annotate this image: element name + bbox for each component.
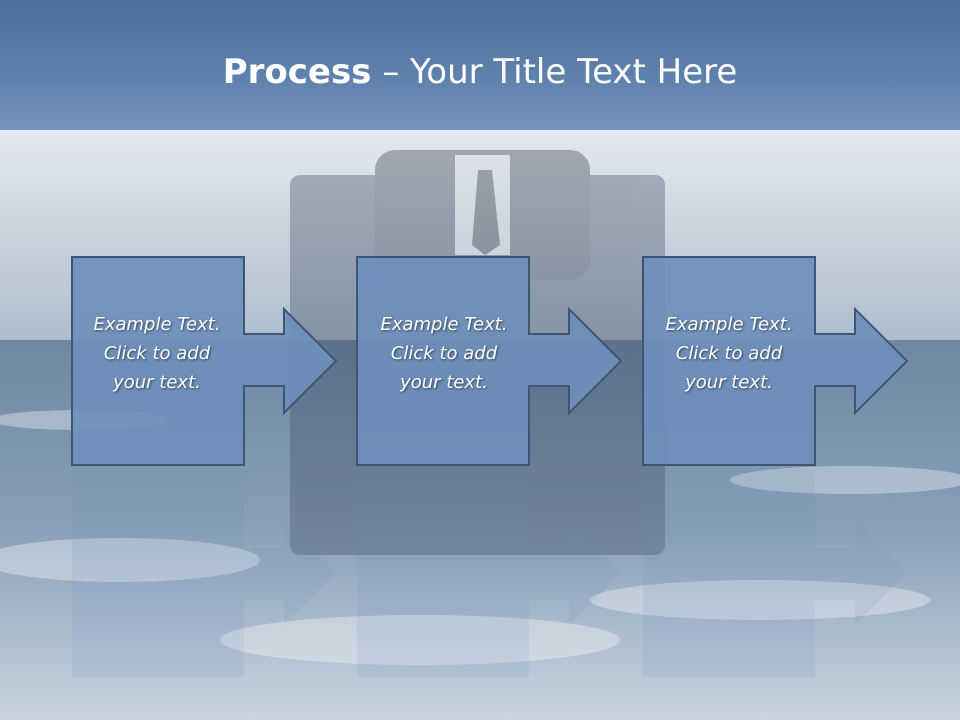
page-title[interactable]: Process – Your Title Text Here <box>0 52 960 92</box>
step-1-reflection <box>72 469 336 677</box>
step-2-shape[interactable] <box>356 256 623 466</box>
step-3-reflection <box>643 469 907 677</box>
title-rest: – Your Title Text Here <box>371 52 738 92</box>
title-band <box>0 0 960 130</box>
step-3-line-1: Example Text. <box>665 314 793 335</box>
step-3-text[interactable]: Example Text. Click to add your text. <box>643 310 815 397</box>
step-2-line-3: your text. <box>400 372 488 393</box>
step-2-text[interactable]: Example Text. Click to add your text. <box>358 310 530 397</box>
step-2-line-2: Click to add <box>390 343 498 364</box>
title-bold: Process <box>222 52 372 92</box>
step-1-text[interactable]: Example Text. Click to add your text. <box>71 310 243 397</box>
step-3-line-2: Click to add <box>675 343 783 364</box>
step-3-shape[interactable] <box>642 256 909 466</box>
step-1-line-2: Click to add <box>103 343 211 364</box>
step-1-line-1: Example Text. <box>93 314 221 335</box>
step-2-line-1: Example Text. <box>380 314 508 335</box>
step-1-line-3: your text. <box>113 372 201 393</box>
step-1-shape[interactable] <box>71 256 338 466</box>
step-3-line-3: your text. <box>685 372 773 393</box>
step-2-reflection <box>357 469 621 677</box>
